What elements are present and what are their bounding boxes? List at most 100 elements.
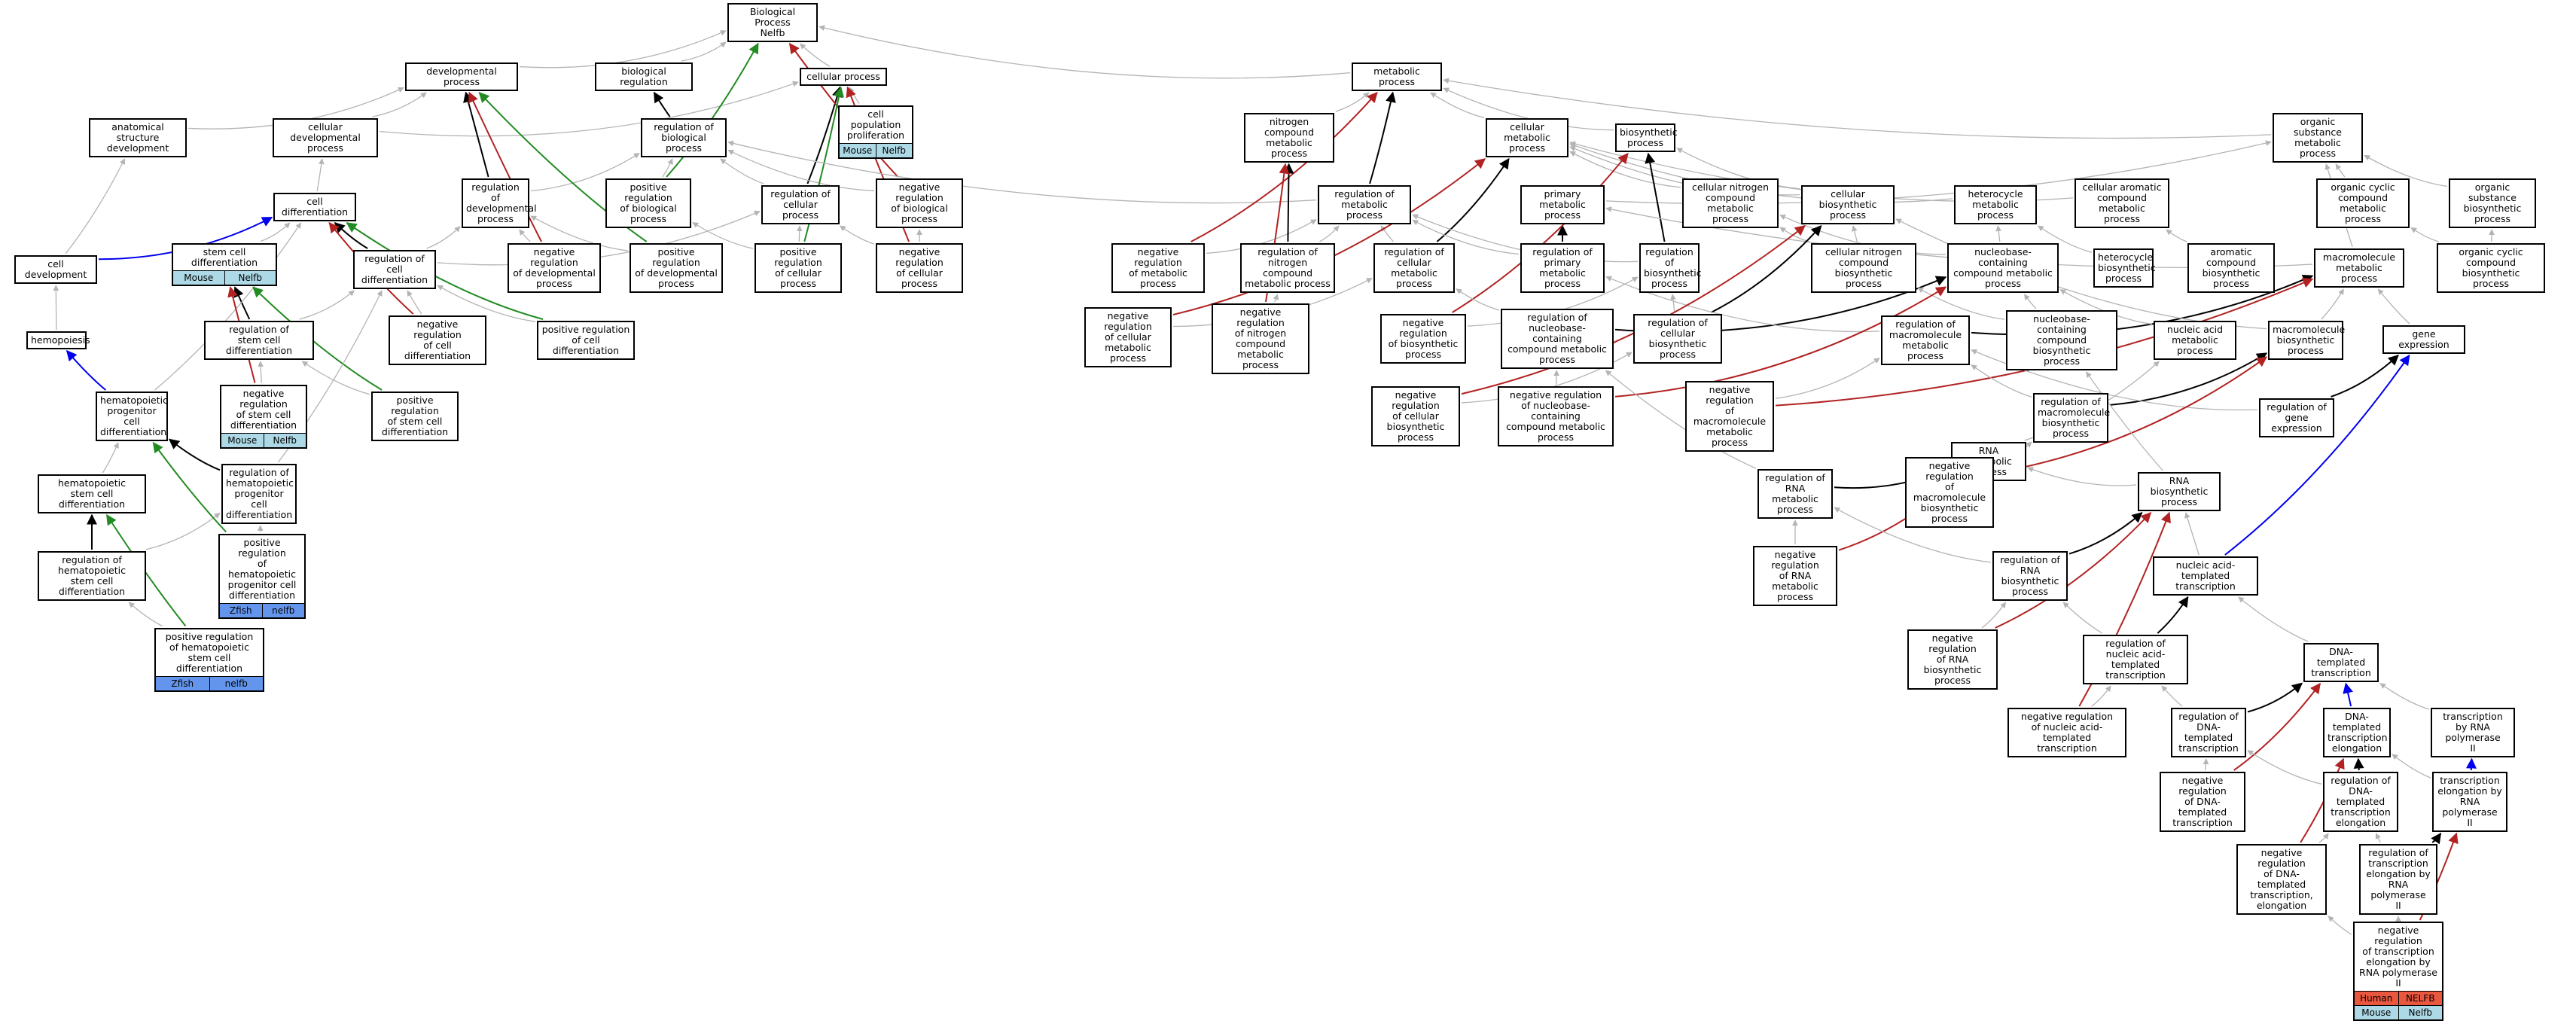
term-node-celldiff[interactable]: cell differentiation: [273, 193, 356, 221]
term-node-regmet[interactable]: regulation of metabolic process: [1318, 185, 1411, 224]
term-node-regcbsp[interactable]: regulation of cellular biosynthetic proc…: [1633, 314, 1722, 364]
term-node-regcelldiff[interactable]: regulation of cell differentiation: [353, 250, 436, 289]
term-node-regcmp[interactable]: regulation of cellular metabolic process: [1373, 243, 1455, 293]
term-node-regscd[interactable]: regulation of stem cell differentiation: [204, 321, 314, 360]
term-label: regulation of macromolecule biosynthetic…: [2038, 396, 2111, 439]
term-node-negregnatt[interactable]: negative regulation of nucleic acid-temp…: [2007, 708, 2126, 757]
term-node-reghscd[interactable]: regulation of hematopoietic stem cell di…: [38, 551, 146, 601]
term-node-posregbio[interactable]: positive regulation of biological proces…: [605, 178, 691, 228]
term-node-posregdev[interactable]: positive regulation of developmental pro…: [630, 243, 723, 293]
term-node-reghpcd[interactable]: regulation of hematopoietic progenitor c…: [221, 464, 297, 524]
term-node-posreghscd[interactable]: positive regulation of hematopoietic ste…: [154, 627, 264, 692]
term-node-negregcbsp[interactable]: negative regulation of cellular biosynth…: [1371, 386, 1460, 446]
term-node-trnap2[interactable]: transcription by RNA polymerase II: [2431, 708, 2515, 757]
term-node-acbp[interactable]: aromatic compound biosynthetic process: [2187, 243, 2275, 293]
term-node-negregmacbp[interactable]: negative regulation of macromolecule bio…: [1905, 457, 1994, 528]
term-node-ncmp[interactable]: nitrogen compound metabolic process: [1244, 113, 1334, 163]
term-node-negregbsp[interactable]: negative regulation of biosynthetic proc…: [1380, 314, 1466, 364]
term-node-negregtep2[interactable]: negative regulation of transcription elo…: [2353, 922, 2443, 1021]
term-node-bsp[interactable]: biosynthetic process: [1615, 123, 1678, 152]
term-label: cellular metabolic process: [1504, 121, 1550, 154]
term-node-camp[interactable]: cellular aromatic compound metabolic pro…: [2075, 178, 2169, 228]
term-node-osmp[interactable]: organic substance metabolic process: [2273, 113, 2363, 163]
term-node-posregscd[interactable]: positive regulation of stem cell differe…: [371, 392, 459, 441]
term-node-occbp[interactable]: organic cyclic compound biosynthetic pro…: [2437, 243, 2545, 293]
term-node-hetmp[interactable]: heterocycle metabolic process: [1954, 185, 2037, 224]
term-node-negregdnatte[interactable]: negative regulation of DNA-templated tra…: [2236, 844, 2327, 915]
term-node-metproc[interactable]: metabolic process: [1352, 62, 1442, 91]
term-node-hscd[interactable]: hematopoietic stem cell differentiation: [38, 474, 146, 513]
term-node-primmet[interactable]: primary metabolic process: [1520, 185, 1605, 224]
term-node-devproc[interactable]: developmental process: [405, 62, 518, 91]
term-node-natt[interactable]: nucleic acid-templated transcription: [2153, 556, 2258, 596]
edge-tep2-to-dnatte: [2392, 754, 2431, 779]
term-node-negregcd[interactable]: negative regulation of cell differentiat…: [389, 315, 486, 365]
term-node-occmp[interactable]: organic cyclic compound metabolic proces…: [2316, 178, 2410, 228]
term-node-regprim[interactable]: regulation of primary metabolic process: [1520, 243, 1605, 293]
edge-negregdev-to-regdev: [519, 229, 531, 242]
term-node-negregcmp[interactable]: negative regulation of cellular metaboli…: [1084, 307, 1172, 367]
term-node-negregrnabp[interactable]: negative regulation of RNA biosynthetic …: [1907, 629, 1998, 690]
term-node-negregdev[interactable]: negative regulation of developmental pro…: [508, 243, 601, 293]
term-node-posregcd[interactable]: positive regulation of cell differentiat…: [537, 321, 635, 360]
term-node-regdnatte[interactable]: regulation of DNA-templated transcriptio…: [2323, 772, 2398, 832]
term-node-negregrnamp[interactable]: negative regulation of RNA metabolic pro…: [1753, 546, 1837, 606]
term-node-osbp[interactable]: organic substance biosynthetic process: [2449, 178, 2536, 228]
edge-occmp-to-osmp: [2335, 163, 2346, 178]
term-node-regmacmp[interactable]: regulation of macromolecule metabolic pr…: [1881, 315, 1970, 365]
term-node-hpcd[interactable]: hematopoietic progenitor cell differenti…: [96, 392, 168, 441]
term-node-negregncmp[interactable]: negative regulation of nitrogen compound…: [1212, 303, 1309, 374]
term-node-negregmet[interactable]: negative regulation of metabolic process: [1111, 243, 1205, 293]
term-node-macmp[interactable]: macromolecule metabolic process: [2314, 248, 2404, 288]
term-node-dnatt[interactable]: DNA-templated transcription: [2303, 643, 2379, 682]
term-node-negregscd[interactable]: negative regulation of stem cell differe…: [220, 384, 307, 449]
term-node-regncmp[interactable]: regulation of nitrogen compound metaboli…: [1240, 243, 1335, 293]
term-node-regnucmp[interactable]: regulation of nucleobase-containing comp…: [1501, 309, 1614, 369]
term-node-posregcell[interactable]: positive regulation of cellular process: [755, 243, 842, 293]
edge-osbp-to-osmp: [2364, 154, 2448, 187]
term-node-cncmp[interactable]: cellular nitrogen compound metabolic pro…: [1682, 178, 1779, 228]
term-label: cellular process: [806, 71, 880, 82]
term-node-regnatt[interactable]: regulation of nucleic acid-templated tra…: [2083, 635, 2188, 684]
term-node-hemato[interactable]: hemopoiesis: [26, 331, 90, 349]
term-node-tep2[interactable]: transcription elongation by RNA polymera…: [2432, 772, 2507, 832]
term-node-regbio[interactable]: regulation of biological process: [641, 118, 727, 157]
term-node-bioreg[interactable]: biological regulation: [595, 62, 693, 91]
term-node-cncbp[interactable]: cellular nitrogen compound biosynthetic …: [1811, 243, 1916, 293]
term-node-dnatte[interactable]: DNA-templated transcription elongation: [2323, 708, 2391, 757]
term-node-cbsp[interactable]: cellular biosynthetic process: [1801, 185, 1895, 224]
term-node-bp[interactable]: Biological Process Nelfb: [727, 3, 818, 42]
edge-nucbp-to-cncbp: [1917, 287, 2005, 320]
term-node-regdnatt[interactable]: regulation of DNA-templated transcriptio…: [2171, 708, 2246, 757]
term-node-regdev[interactable]: regulation of developmental process: [462, 178, 537, 228]
term-node-rnabp[interactable]: RNA biosynthetic process: [2138, 472, 2221, 511]
term-node-asd[interactable]: anatomical structure development: [89, 118, 187, 157]
term-node-reggeneexp[interactable]: regulation of gene expression: [2259, 398, 2334, 437]
term-node-regcell[interactable]: regulation of cellular process: [761, 185, 840, 224]
term-node-regrnabp[interactable]: regulation of RNA biosynthetic process: [1992, 551, 2068, 601]
term-node-macbp[interactable]: macromolecule biosynthetic process: [2268, 321, 2345, 360]
term-node-posreghpcd[interactable]: positive regulation of hematopoietic pro…: [218, 533, 306, 619]
term-node-negregmacmp[interactable]: negative regulation of macromolecule met…: [1685, 381, 1774, 452]
edge-negregmacmp-to-regmacmp: [1775, 358, 1880, 399]
term-node-nucmp[interactable]: nucleobase-containing compound metabolic…: [1947, 243, 2059, 293]
term-node-regbsp[interactable]: regulation of biosynthetic process: [1639, 243, 1702, 293]
term-node-nucacidmp[interactable]: nucleic acid metabolic process: [2154, 321, 2236, 360]
term-node-geneexp[interactable]: gene expression: [2382, 325, 2465, 354]
term-node-cellproc[interactable]: cellular process: [800, 68, 887, 86]
term-node-hetbp[interactable]: heterocycle biosynthetic process: [2093, 248, 2156, 288]
term-node-celldevproc[interactable]: cellular developmental process: [273, 118, 378, 157]
term-node-nucbp[interactable]: nucleobase-containing compound biosynthe…: [2006, 310, 2117, 370]
term-node-celldev[interactable]: cell development: [14, 255, 97, 284]
term-node-negregnucmp[interactable]: negative regulation of nucleobase-contai…: [1498, 386, 1614, 446]
term-node-regrnamp[interactable]: regulation of RNA metabolic process: [1757, 469, 1833, 519]
term-node-negregdnatt[interactable]: negative regulation of DNA-templated tra…: [2160, 772, 2245, 832]
term-node-negregbio[interactable]: negative regulation of biological proces…: [876, 178, 963, 228]
term-node-regtep2[interactable]: regulation of transcription elongation b…: [2359, 844, 2437, 915]
term-node-negregcell[interactable]: negative regulation of cellular process: [876, 243, 963, 293]
term-node-cmp[interactable]: cellular metabolic process: [1486, 118, 1568, 157]
term-node-regmacbp[interactable]: regulation of macromolecule biosynthetic…: [2033, 393, 2111, 443]
